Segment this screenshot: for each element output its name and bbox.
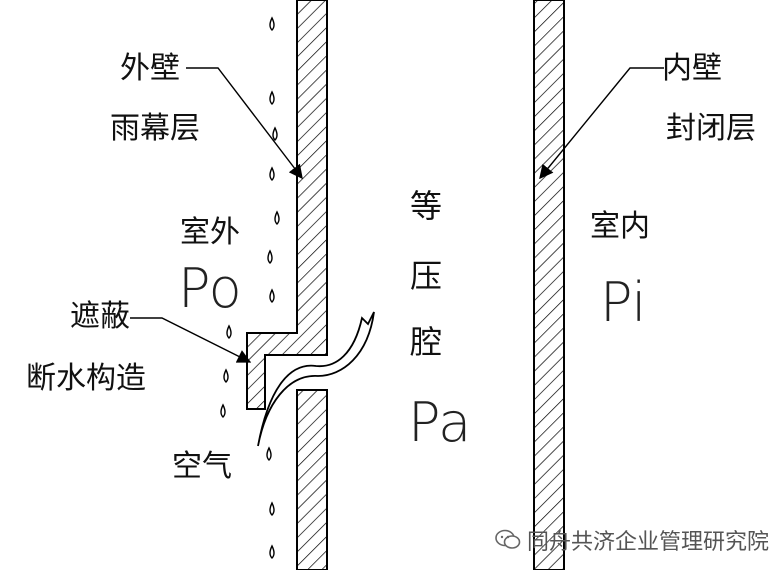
shield-leader <box>130 317 252 363</box>
inner-wall-label: 内壁 <box>662 51 722 86</box>
equal-char-3: 腔 <box>410 323 443 361</box>
inner-wall-leader <box>539 67 664 180</box>
air-flow-ribbon <box>257 311 375 447</box>
break-water-label: 断水构造 <box>26 361 146 396</box>
outer-wall-upper <box>246 0 328 410</box>
outdoor-label: 室外 <box>180 215 240 250</box>
inner-wall <box>533 0 565 570</box>
po-label: Po <box>178 257 242 320</box>
watermark: 同舟共济企业管理研究院 <box>495 524 769 556</box>
outer-wall-lower <box>296 389 328 570</box>
indoor-label: 室内 <box>590 209 650 244</box>
air-label: 空气 <box>172 449 232 484</box>
pi-label: Pi <box>600 271 647 334</box>
watermark-text: 同舟共济企业管理研究院 <box>526 530 769 555</box>
shield-label: 遮蔽 <box>70 299 130 334</box>
rain-drops <box>220 16 280 559</box>
pa-label: Pa <box>408 391 472 454</box>
equal-char-1: 等 <box>410 187 443 225</box>
outer-wall-label: 外壁 <box>120 51 180 86</box>
equal-char-2: 压 <box>410 257 443 295</box>
rainscreen-label: 雨幕层 <box>110 111 200 146</box>
outer-wall-leader <box>186 67 303 180</box>
wechat-icon <box>495 529 521 549</box>
sealing-label: 封闭层 <box>666 111 756 146</box>
